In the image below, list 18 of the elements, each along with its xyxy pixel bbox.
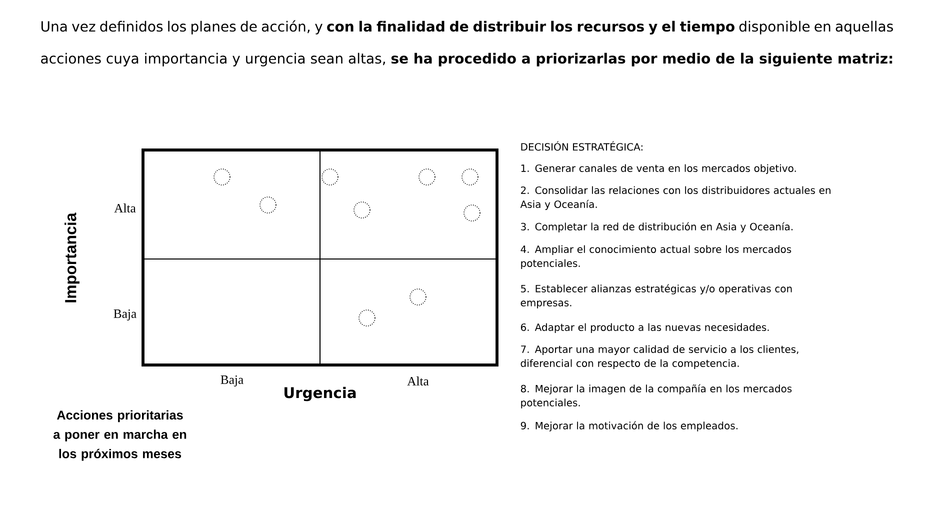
axis-title: Urgencia [284,386,356,402]
axis-label: Alta [114,204,136,212]
list-item: 8. Mejorar la imagen de la compañía en los mercados potenciales. [520,384,792,408]
intro-paragraph: Una vez definidos los planes de acción, y con la finalidad de distribuir los recursos y el tiempo disponible en aquellas acciones cuya importancia y urgencia sean altas, se ha procedido a priorizarlas por medio de la siguiente matriz: [41,20,893,66]
list-item: 6. Adaptar el producto a las nuevas necesidades. [520,323,769,333]
axis-label: Baja [220,375,244,387]
axis-title: Importancia [64,212,80,302]
axis-label: Baja [114,309,136,321]
list-item: 4. Ampliar el conocimiento actual sobre los mercados potenciales. [520,245,792,269]
list-heading: DECISIÓN ESTRATÉGICA: [521,141,642,151]
list-item: 2. Consolidar las relaciones con los distribuidores actuales en Asia y Oceanía. [520,186,830,210]
list-item: 3. Completar la red de distribución en Asia y Oceanía. [521,222,792,232]
list-item: 9. Mejorar la motivación de los empleados. [520,421,738,432]
note-text: Acciones prioritarias a poner en marcha en los próximos meses [54,410,186,461]
list-item: 7. Aportar una mayor calidad de servicio a los clientes, diferencial con respecto de la competencia. [520,345,798,369]
axis-label: Alta [407,376,429,386]
list-item: 1. Generar canales de venta en los mercados objetivo. [521,164,796,174]
list-item: 5. Establecer alianzas estratégicas y/o operativas con empresas. [520,284,792,308]
